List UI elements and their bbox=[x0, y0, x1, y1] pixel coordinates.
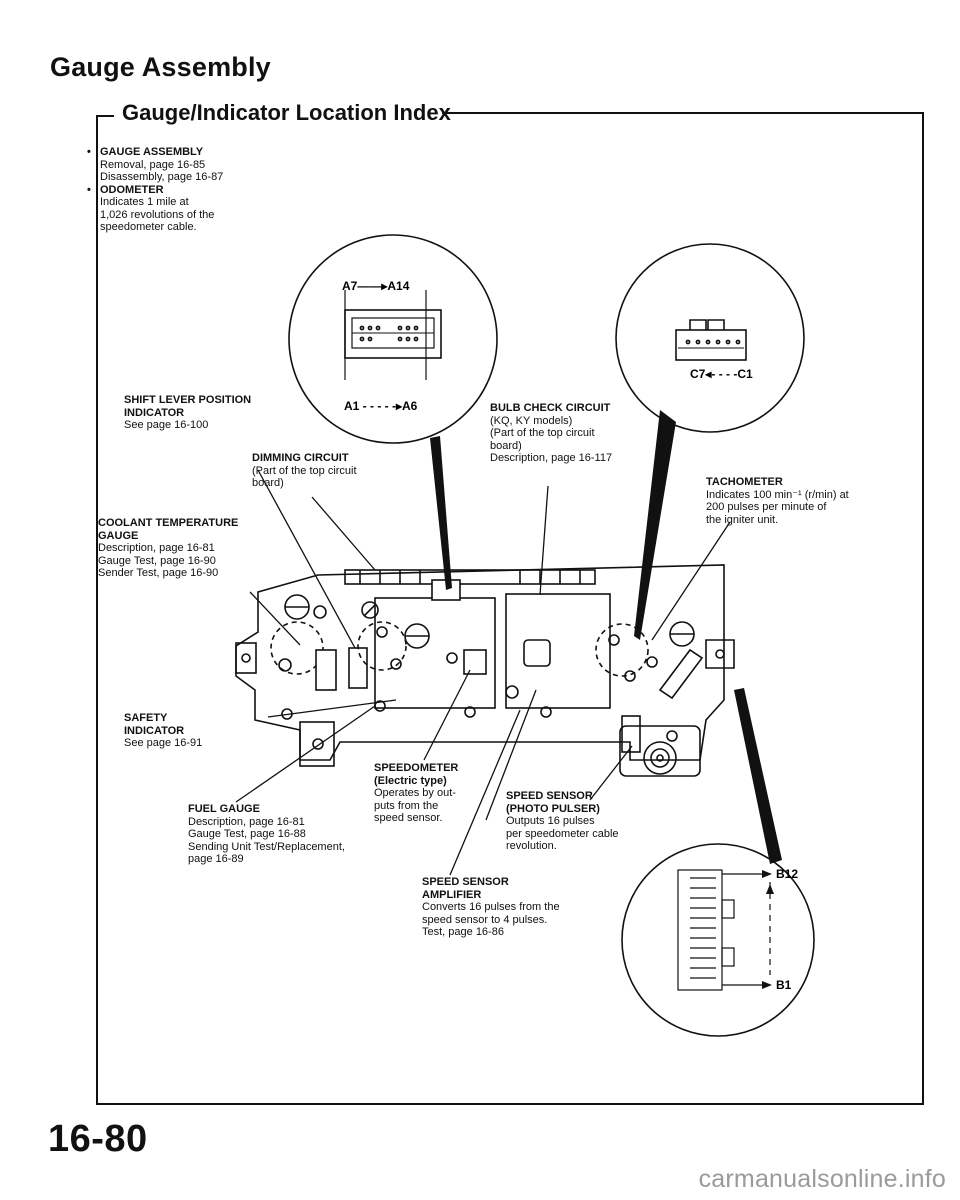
callout-heading: COOLANT TEMPERATURE bbox=[98, 517, 239, 529]
mount-tab bbox=[299, 721, 335, 767]
connector-a-bottom-label: A1 - - - - -▸A6 bbox=[344, 399, 418, 413]
callout-line: See page 16-91 bbox=[124, 737, 203, 749]
gauge-assembly-heading: GAUGE ASSEMBLY bbox=[100, 146, 204, 158]
gauge-assembly-line: Removal, page 16-85 bbox=[100, 158, 206, 171]
speedometer-module bbox=[505, 593, 611, 709]
callout-heading: (PHOTO PULSER) bbox=[506, 802, 600, 815]
callout-tachometer: TACHOMETER Indicates 100 min⁻¹ (r/min) a… bbox=[706, 476, 849, 526]
callout-line: See page 16-100 bbox=[124, 419, 209, 431]
connector-b-top-label: B12 bbox=[776, 867, 798, 881]
callout-line: page 16-89 bbox=[188, 853, 244, 865]
callout-line: board) bbox=[490, 439, 522, 452]
odometer-line: speedometer cable. bbox=[100, 221, 197, 233]
connector-c-icon bbox=[675, 319, 747, 361]
callout-speed-sensor: SPEED SENSOR (PHOTO PULSER) Outputs 16 p… bbox=[506, 790, 619, 853]
callout-line: revolution. bbox=[506, 840, 557, 852]
bullet-icon: • bbox=[87, 146, 91, 158]
callout-heading: DIMMING CIRCUIT bbox=[252, 452, 349, 464]
callout-line: Description, page 16-81 bbox=[98, 542, 215, 554]
callout-line: speed sensor to 4 pulses. bbox=[422, 913, 548, 926]
callout-line: (Part of the top circuit bbox=[252, 464, 357, 477]
callout-amplifier: SPEED SENSOR AMPLIFIER Converts 16 pulse… bbox=[422, 876, 560, 939]
odometer-line: Indicates 1 mile at bbox=[100, 196, 189, 208]
callout-line: Gauge Test, page 16-90 bbox=[98, 554, 216, 567]
callout-line: speed sensor. bbox=[374, 812, 443, 824]
intro-gauge-assembly: • GAUGE ASSEMBLY Removal, page 16-85 Dis… bbox=[87, 146, 224, 184]
gauge-assembly-line: Disassembly, page 16-87 bbox=[100, 171, 224, 183]
connector-a-detail-circle bbox=[288, 234, 498, 444]
callout-heading: SPEED SENSOR bbox=[422, 876, 509, 888]
connector-c-detail-circle bbox=[615, 243, 805, 433]
connector-a-top-label: A7——▸A14 bbox=[342, 279, 410, 293]
callout-line: puts from the bbox=[374, 799, 439, 812]
callout-safety: SAFETY INDICATOR See page 16-91 bbox=[124, 712, 202, 750]
connector-b-icon bbox=[677, 869, 771, 991]
callout-heading: AMPLIFIER bbox=[422, 888, 482, 901]
callout-line: per speedometer cable bbox=[506, 827, 619, 840]
section-title: Gauge/Indicator Location Index bbox=[122, 100, 451, 125]
callout-line: (Part of the top circuit bbox=[490, 427, 595, 439]
frame-left bbox=[96, 115, 98, 1105]
callout-heading: GAUGE bbox=[98, 529, 139, 542]
callout-line: Operates by out- bbox=[374, 787, 456, 799]
intro-list: • GAUGE ASSEMBLY Removal, page 16-85 Dis… bbox=[87, 146, 224, 234]
connector-b-detail-circle bbox=[621, 843, 815, 1037]
page-title: Gauge Assembly bbox=[50, 52, 271, 82]
callout-heading: TACHOMETER bbox=[706, 476, 783, 488]
callout-line: Sender Test, page 16-90 bbox=[98, 567, 219, 579]
callout-speedometer: SPEEDOMETER (Electric type) Operates by … bbox=[374, 762, 458, 825]
callout-bulb-check: BULB CHECK CIRCUIT (KQ, KY models) (Part… bbox=[490, 402, 612, 465]
callout-heading: SPEED SENSOR bbox=[506, 790, 593, 802]
callout-line: Description, page 16-81 bbox=[188, 815, 305, 828]
odometer-heading: ODOMETER bbox=[100, 183, 164, 196]
callout-leaders bbox=[235, 469, 731, 876]
callout-line: Indicates 100 min⁻¹ (r/min) at bbox=[706, 488, 849, 501]
callout-heading: SAFETY bbox=[124, 712, 168, 724]
callout-heading: SPEEDOMETER bbox=[374, 762, 459, 774]
callout-shift-lever: SHIFT LEVER POSITION INDICATOR See page … bbox=[124, 394, 251, 432]
connector-b-arrows bbox=[762, 870, 774, 989]
frame-top-right bbox=[442, 112, 924, 114]
callout-line: 200 pulses per minute of bbox=[706, 501, 827, 513]
detail-pointers bbox=[430, 410, 782, 864]
callout-line: Test, page 16-86 bbox=[422, 926, 504, 938]
frame-bottom bbox=[96, 1103, 924, 1105]
callout-line: Description, page 16-117 bbox=[490, 452, 613, 464]
connector-b-bottom-label: B1 bbox=[776, 978, 792, 992]
frame-right bbox=[922, 112, 924, 1105]
callout-line: Converts 16 pulses from the bbox=[422, 901, 560, 913]
page-number: 16-80 bbox=[48, 1118, 148, 1160]
connector-a-icon bbox=[344, 290, 442, 380]
callout-heading: SHIFT LEVER POSITION bbox=[124, 394, 252, 406]
callout-dimming: DIMMING CIRCUIT (Part of the top circuit… bbox=[252, 452, 357, 490]
callout-line: Sending Unit Test/Replacement, bbox=[188, 840, 345, 853]
bullet-icon: • bbox=[87, 183, 91, 196]
watermark: carmanualsonline.info bbox=[698, 1165, 946, 1193]
odometer-line: 1,026 revolutions of the bbox=[100, 208, 215, 221]
callout-line: Gauge Test, page 16-88 bbox=[188, 828, 306, 840]
gauge-cluster-housing bbox=[235, 564, 735, 777]
callout-heading: (Electric type) bbox=[374, 774, 447, 787]
callout-heading: INDICATOR bbox=[124, 406, 185, 419]
callout-line: the igniter unit. bbox=[706, 513, 779, 526]
intro-odometer: • ODOMETER Indicates 1 mile at 1,026 rev… bbox=[87, 183, 223, 234]
callout-fuel: FUEL GAUGE Description, page 16-81 Gauge… bbox=[188, 803, 345, 866]
connector-c-label: C7◂- - - -C1 bbox=[690, 367, 753, 381]
callout-heading: BULB CHECK CIRCUIT bbox=[490, 402, 611, 414]
callout-line: (KQ, KY models) bbox=[490, 414, 573, 427]
callout-coolant: COOLANT TEMPERATURE GAUGE Description, p… bbox=[98, 517, 238, 580]
callout-heading: FUEL GAUGE bbox=[188, 803, 260, 815]
callout-heading: INDICATOR bbox=[124, 724, 185, 737]
frame-top-left bbox=[96, 115, 114, 117]
callout-line: Outputs 16 pulses bbox=[506, 815, 595, 827]
callout-line: board) bbox=[252, 477, 284, 489]
